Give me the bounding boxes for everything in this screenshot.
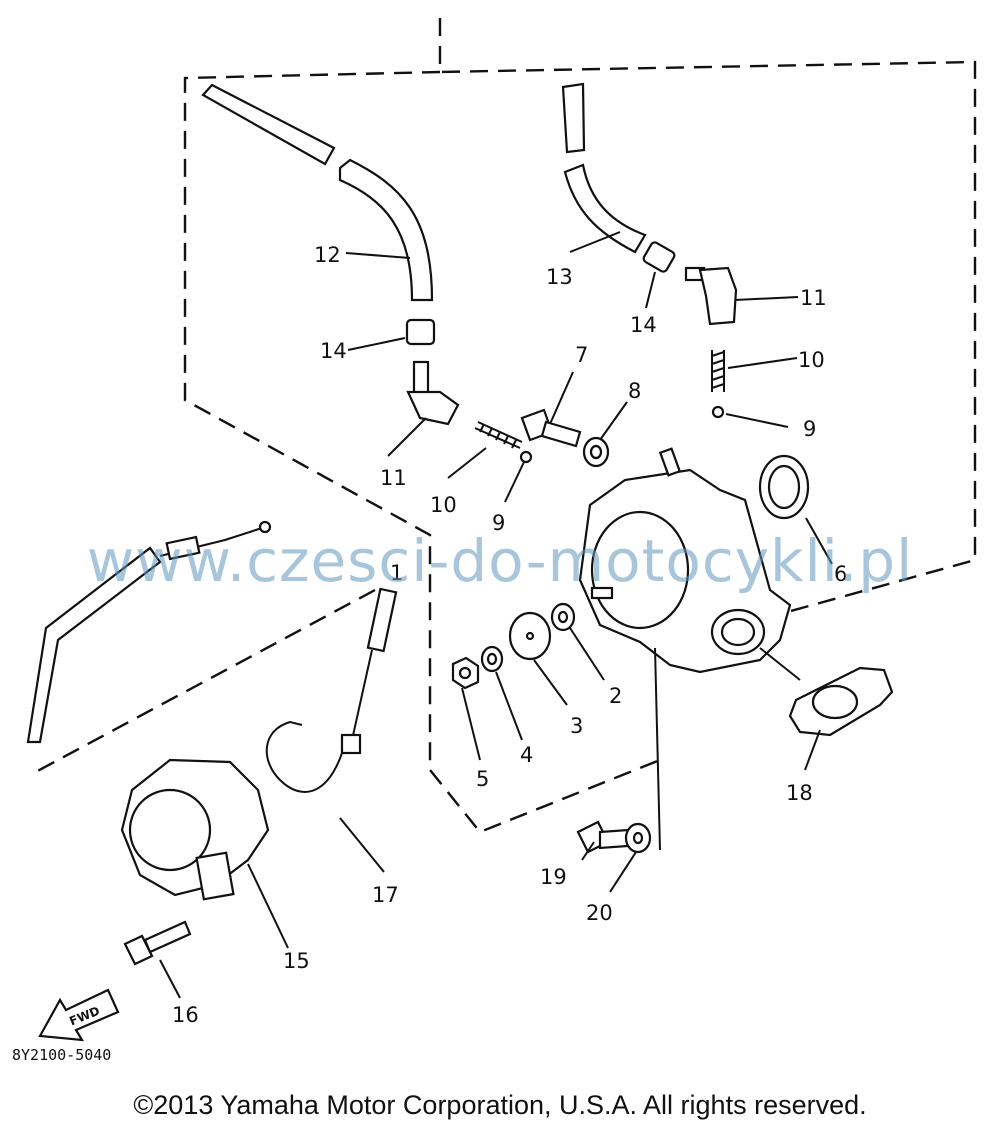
callout-9-right: 9 [803, 417, 816, 441]
washer-20 [624, 822, 652, 854]
callout-6: 6 [834, 562, 847, 586]
pump-body-1 [578, 447, 792, 674]
hose-clamp-14-right [642, 241, 676, 273]
callout-18: 18 [786, 781, 813, 805]
gasket-18 [788, 666, 894, 737]
callout-2: 2 [609, 684, 622, 708]
callout-14-right: 14 [630, 313, 657, 337]
callout-8: 8 [628, 379, 641, 403]
cable-17 [265, 587, 398, 793]
callout-9-left: 9 [492, 511, 505, 535]
check-ball-9-right [711, 405, 725, 419]
washer-2 [550, 602, 576, 632]
callout-15: 15 [283, 949, 310, 973]
screw-16 [123, 920, 192, 966]
hose-13 [561, 82, 647, 254]
nut-5 [451, 656, 480, 690]
callout-19: 19 [540, 865, 567, 889]
callout-17: 17 [372, 883, 399, 907]
hose-clamp-14-left [405, 318, 436, 346]
callout-10-left: 10 [430, 493, 457, 517]
callout-1: 1 [390, 561, 403, 585]
copyright-notice: ©2013 Yamaha Motor Corporation, U.S.A. A… [133, 1090, 867, 1120]
callout-20: 20 [586, 901, 613, 925]
callout-16: 16 [172, 1003, 199, 1027]
spring-10-left [474, 421, 523, 449]
assembly-boundary [438, 18, 977, 652]
pump-cover-15 [120, 758, 270, 901]
oil-seal-6 [758, 454, 810, 520]
forward-arrow-icon: FWD [38, 988, 120, 1042]
washer-4 [480, 645, 504, 673]
callout-3: 3 [570, 714, 583, 738]
pump-cable [26, 520, 272, 744]
callout-5: 5 [476, 767, 489, 791]
diagram-code: 8Y2100-5040 [12, 1046, 112, 1064]
leader-lines [159, 231, 833, 999]
callout-10-right: 10 [798, 348, 825, 372]
callout-14-left: 14 [320, 339, 347, 363]
elbow-fitting-11-left [406, 360, 460, 426]
callout-7: 7 [575, 343, 588, 367]
callout-4: 4 [520, 743, 533, 767]
bolt-7 [520, 408, 582, 448]
elbow-fitting-11-right [684, 266, 738, 326]
callout-11-right: 11 [800, 286, 827, 310]
callout-12: 12 [314, 243, 341, 267]
hose-12 [201, 83, 434, 302]
spring-10-right [711, 350, 725, 392]
check-ball-9-left [519, 450, 533, 464]
assembly-boundary-left [183, 70, 661, 834]
callout-11-left: 11 [380, 466, 407, 490]
washer-8 [582, 436, 610, 468]
callout-13: 13 [546, 265, 573, 289]
cable-boundary [29, 588, 376, 777]
bolt-19 [576, 820, 630, 854]
plate-3 [508, 611, 552, 661]
